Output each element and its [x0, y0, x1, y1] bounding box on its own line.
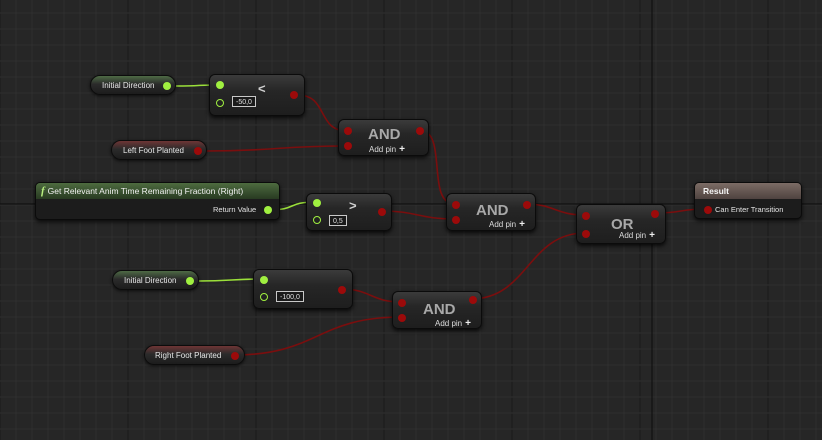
add-pin-button[interactable]: Add pin+ — [489, 219, 525, 230]
and-node-3[interactable]: AND Add pin+ — [392, 291, 482, 329]
compare-input-pin-b[interactable] — [260, 293, 268, 301]
initial-direction-getter-1[interactable]: Initial Direction — [90, 75, 176, 95]
right-foot-planted-label: Right Foot Planted — [155, 351, 222, 360]
compare-node-1[interactable]: < -50,0 — [209, 74, 305, 116]
and-input-pin-b[interactable] — [452, 216, 460, 224]
or-output-pin[interactable] — [651, 210, 659, 218]
compare-value-field[interactable]: -100,0 — [276, 291, 304, 302]
and-symbol: AND — [423, 301, 456, 318]
compare-output-pin[interactable] — [338, 286, 346, 294]
add-pin-button[interactable]: Add pin+ — [435, 318, 471, 329]
compare-value-field[interactable]: -50,0 — [232, 96, 256, 107]
initial-direction-output-pin[interactable] — [163, 82, 171, 90]
and-input-pin-b[interactable] — [344, 142, 352, 150]
compare-input-pin-b[interactable] — [216, 99, 224, 107]
less-than-symbol: < — [258, 81, 266, 96]
compare-output-pin[interactable] — [378, 208, 386, 216]
compare-output-pin[interactable] — [290, 91, 298, 99]
compare-value-field[interactable]: 0,5 — [329, 215, 347, 226]
left-foot-planted-getter[interactable]: Left Foot Planted — [111, 140, 207, 160]
compare-input-pin-a[interactable] — [260, 276, 268, 284]
or-symbol: OR — [611, 216, 634, 233]
greater-than-symbol: > — [349, 198, 357, 213]
or-input-pin-a[interactable] — [582, 212, 590, 220]
return-value-pin[interactable] — [264, 206, 272, 214]
compare-input-pin-a[interactable] — [313, 199, 321, 207]
compare-input-pin-a[interactable] — [216, 81, 224, 89]
left-foot-planted-output-pin[interactable] — [194, 147, 202, 155]
and-symbol: AND — [368, 126, 401, 143]
and-output-pin[interactable] — [469, 296, 477, 304]
initial-direction-label: Initial Direction — [124, 276, 177, 285]
can-enter-transition-pin[interactable] — [704, 206, 712, 214]
and-input-pin-a[interactable] — [398, 299, 406, 307]
and-symbol: AND — [476, 202, 509, 219]
compare-input-pin-b[interactable] — [313, 216, 321, 224]
and-output-pin[interactable] — [416, 127, 424, 135]
and-input-pin-b[interactable] — [398, 314, 406, 322]
initial-direction-getter-2[interactable]: Initial Direction — [112, 270, 199, 290]
add-pin-button[interactable]: Add pin+ — [619, 230, 655, 241]
function-icon: f — [41, 185, 45, 197]
result-node[interactable]: Result Can Enter Transition — [694, 182, 802, 219]
right-foot-planted-output-pin[interactable] — [231, 352, 239, 360]
initial-direction-output-pin[interactable] — [186, 277, 194, 285]
compare-node-3[interactable]: -100,0 — [253, 269, 353, 309]
add-pin-button[interactable]: Add pin+ — [369, 144, 405, 155]
left-foot-planted-label: Left Foot Planted — [123, 146, 184, 155]
can-enter-transition-label: Can Enter Transition — [715, 205, 784, 214]
function-title: Get Relevant Anim Time Remaining Fractio… — [47, 186, 244, 196]
result-header: Result — [695, 183, 801, 199]
and-node-1[interactable]: AND Add pin+ — [338, 119, 429, 156]
initial-direction-label: Initial Direction — [102, 81, 155, 90]
or-input-pin-b[interactable] — [582, 230, 590, 238]
and-node-2[interactable]: AND Add pin+ — [446, 193, 536, 231]
return-value-label: Return Value — [213, 205, 257, 214]
compare-node-2[interactable]: > 0,5 — [306, 193, 392, 231]
right-foot-planted-getter[interactable]: Right Foot Planted — [144, 345, 245, 365]
and-input-pin-a[interactable] — [452, 201, 460, 209]
and-input-pin-a[interactable] — [344, 127, 352, 135]
or-node[interactable]: OR Add pin+ — [576, 204, 666, 244]
and-output-pin[interactable] — [523, 201, 531, 209]
